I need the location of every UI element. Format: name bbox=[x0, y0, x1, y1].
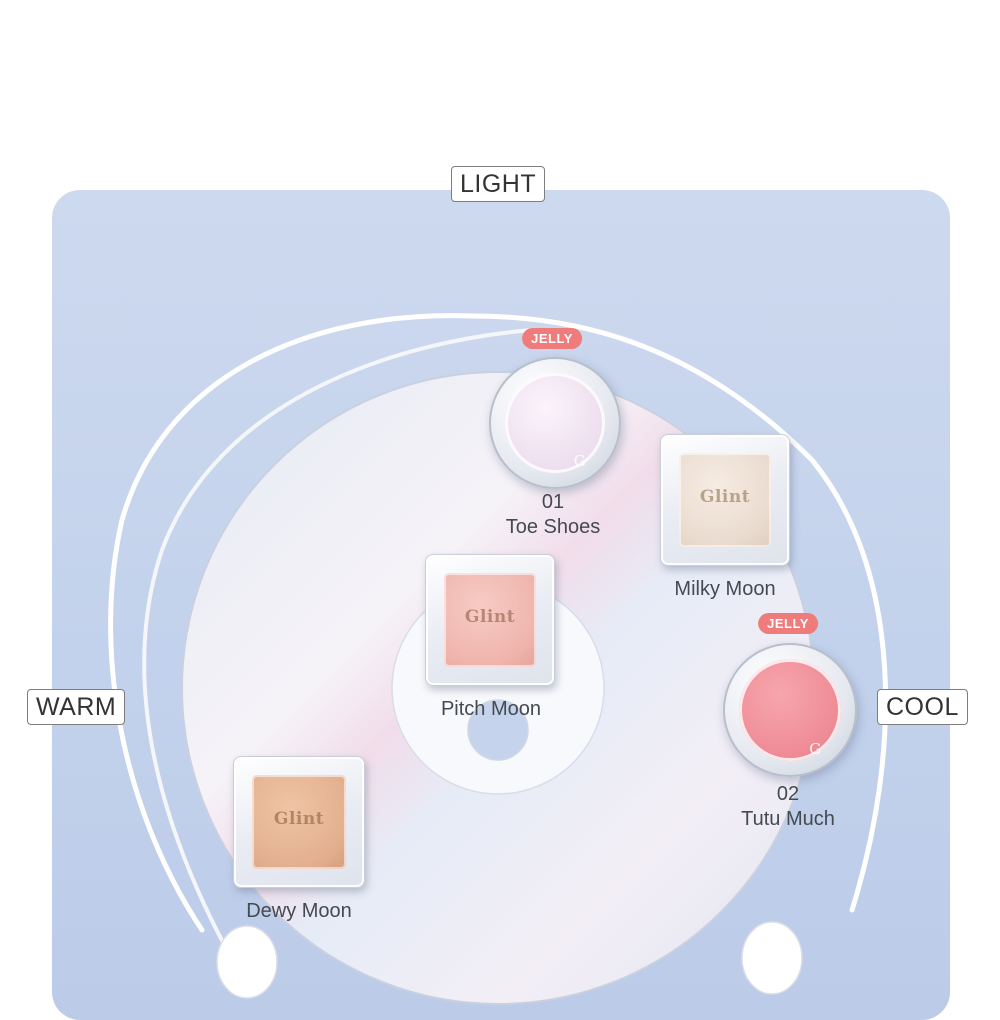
product-label-dewy-moon: Dewy Moon bbox=[246, 900, 352, 922]
round-compact-tutu-much[interactable]: G bbox=[723, 643, 857, 777]
product-number: 02 bbox=[776, 783, 800, 805]
brand-initial: G bbox=[573, 452, 586, 471]
eyeshadow-pan bbox=[443, 573, 537, 667]
eyeshadow-pan bbox=[678, 453, 772, 547]
brand-logo: Glint bbox=[273, 809, 325, 829]
eyeshadow-pan bbox=[252, 775, 346, 869]
square-compact-milky-moon[interactable]: Glint bbox=[660, 434, 790, 566]
jelly-badge: JELLY bbox=[758, 613, 818, 634]
axis-label-light: LIGHT bbox=[451, 166, 546, 202]
product-name: Toe Shoes bbox=[505, 516, 601, 538]
product-label-pitch-moon: Pitch Moon bbox=[440, 698, 542, 720]
eyeshadow-pan bbox=[739, 659, 841, 761]
product-label-toe-shoes: 01 Toe Shoes bbox=[506, 490, 601, 540]
product-label-tutu-much: 02 Tutu Much bbox=[741, 782, 835, 832]
brand-logo: Glint bbox=[464, 607, 516, 627]
product-name: Tutu Much bbox=[741, 808, 835, 830]
product-number: 01 bbox=[541, 491, 565, 513]
square-compact-dewy-moon[interactable]: Glint bbox=[233, 756, 365, 888]
product-label-milky-moon: Milky Moon bbox=[674, 578, 776, 600]
brand-logo: Glint bbox=[699, 487, 751, 507]
square-compact-pitch-moon[interactable]: Glint bbox=[425, 554, 555, 686]
axis-label-warm: WARM bbox=[27, 689, 126, 725]
earphone-cable-left bbox=[108, 313, 475, 933]
axis-label-cool: COOL bbox=[877, 689, 968, 725]
eyeshadow-pan bbox=[505, 373, 605, 473]
earphone-cable-inner bbox=[142, 328, 534, 952]
jelly-badge: JELLY bbox=[522, 328, 582, 349]
earbud-left bbox=[216, 925, 278, 999]
brand-initial: G bbox=[809, 740, 822, 759]
earphone-cable-right bbox=[469, 313, 889, 913]
earbud-right bbox=[741, 921, 803, 995]
round-compact-toe-shoes[interactable]: G bbox=[489, 357, 621, 489]
cd-hole bbox=[467, 699, 529, 761]
